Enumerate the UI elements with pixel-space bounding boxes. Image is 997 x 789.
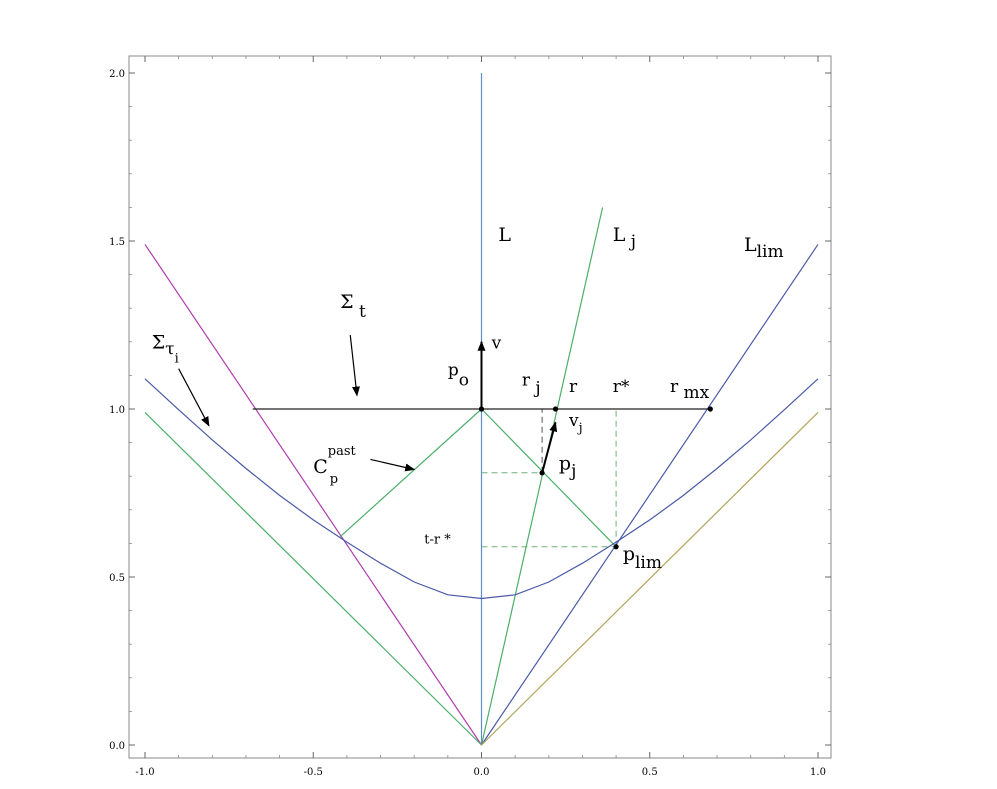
label-sigma-tau: Στi [152,332,179,367]
x-tick-label-1: -0.5 [304,767,323,778]
label-plim: plim [623,543,662,573]
y-tick-label-3: 1.5 [109,237,125,248]
x-tick-label-3: 0.5 [642,767,658,778]
x-tick-label-0: -1.0 [135,767,154,778]
label-r: r [569,377,578,397]
series-lines [144,73,819,746]
plot-frame [128,55,832,759]
label-rstar: r* [613,377,630,397]
label-L: L [498,224,511,246]
axes: -1.0 -0.5 0.0 0.5 1.0 0.0 0.5 1.0 1.5 2.0 [109,56,831,778]
magenta-line [144,244,482,746]
y-tick-label-2: 1.0 [109,405,125,416]
point-po [478,406,485,412]
x-tick-label-4: 1.0 [810,767,826,778]
label-po: po [448,360,469,390]
y-tick-label-4: 2.0 [109,69,125,80]
worldline-Lj [480,207,604,746]
point-r [552,406,559,412]
arrow-cp-past [370,458,416,472]
label-t-rstar: t-r * [424,532,451,547]
label-pj: pj [559,452,576,481]
past-cone-right [481,408,617,548]
label-Lj: L j [613,224,636,252]
label-v: v [491,334,502,354]
past-cone-left [339,408,482,538]
point-rmx [707,406,713,412]
arrow-sigma-tau [178,368,210,427]
point-plim [613,544,619,550]
y-tick-label-0: 0.0 [109,741,125,752]
hyperboloid-sigma-tau [144,378,819,600]
worldline-Llim [481,244,819,746]
label-rmx: r mx [670,377,710,403]
label-rj: r j [522,370,541,398]
vectors [178,335,558,474]
arrow-sigma-t [349,335,360,397]
tan-cone-right [481,411,819,746]
marked-points [478,406,713,550]
point-pj [539,470,545,476]
label-Llim: Llim [744,234,784,262]
x-tick-label-2: 0.0 [474,767,490,778]
label-sigma-t: Σ t [340,291,366,322]
guide-lines [481,409,617,548]
vector-vj [541,421,558,474]
label-vj: vj [568,411,583,436]
y-tick-label-1: 0.5 [109,573,125,584]
green-cone-left [144,411,482,746]
